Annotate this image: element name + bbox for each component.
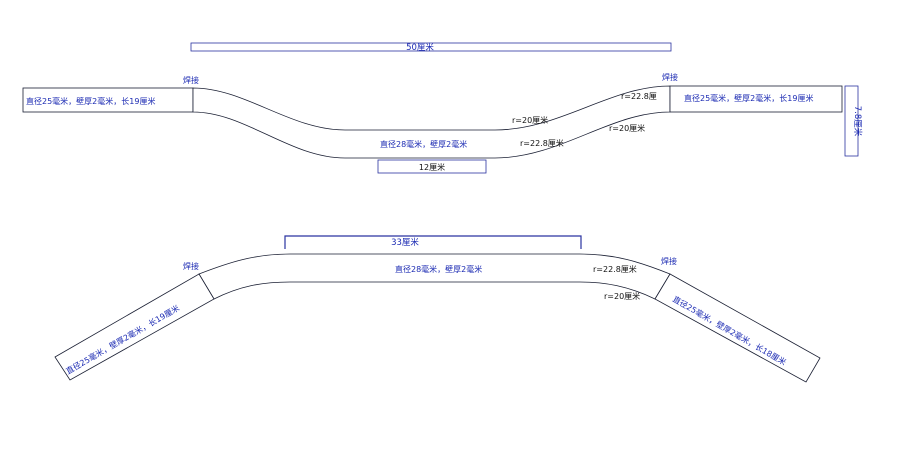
bottom-weld-right-label: 焊接 <box>661 256 677 266</box>
bottom-diagram: 33厘米 直径28毫米，壁厚2毫米 直径25毫米，壁厚2毫米，长19厘米 直径2… <box>54 235 821 383</box>
top-diagram: 50厘米 直径25毫米，壁厚2毫米，长19厘米 直径28毫米，壁厚2毫米 直径2… <box>22 42 863 174</box>
top-weld-left-label: 焊接 <box>183 75 199 85</box>
bottom-weld-left-label: 焊接 <box>183 261 199 271</box>
bottom-radius-outer: r=22.8厘米 <box>593 264 637 274</box>
top-radius-inner-middle: r=20厘米 <box>512 115 548 125</box>
top-radius-outer-right: r=22.8厘 <box>621 92 657 101</box>
bottom-middle-pipe-spec: 直径28毫米，壁厚2毫米 <box>395 264 482 274</box>
top-radius-outer-middle: r=22.8厘米 <box>520 138 564 148</box>
top-right-straight-pipe <box>669 85 843 113</box>
top-left-pipe-spec: 直径25毫米，壁厚2毫米，长19厘米 <box>26 96 155 106</box>
top-overall-length-box <box>190 42 672 52</box>
bottom-top-flat-length-label: 33厘米 <box>391 237 419 248</box>
bottom-top-flat-length-bracket <box>284 235 582 249</box>
bottom-left-pipe-spec: 直径25毫米，壁厚2毫米，长19厘米 <box>64 303 181 376</box>
bottom-right-angled-pipe <box>654 273 821 383</box>
bottom-radius-inner: r=20厘米 <box>604 291 640 301</box>
top-bottom-flat-length-label: 12厘米 <box>419 162 445 172</box>
top-radius-inner-right: r=20厘米 <box>609 123 645 133</box>
bottom-left-angled-pipe <box>54 273 215 381</box>
top-bottom-flat-length-box <box>377 159 487 174</box>
top-overall-length-label: 50厘米 <box>406 42 434 53</box>
bottom-middle-bent-pipe <box>198 253 671 300</box>
top-drop-height-box <box>844 85 859 157</box>
top-weld-right-label: 焊接 <box>662 72 678 82</box>
top-drop-height-label: 7.8厘米 <box>852 106 863 137</box>
top-right-pipe-spec: 直径25毫米，壁厚2毫米，长19厘米 <box>684 93 813 103</box>
top-middle-pipe-spec: 直径28毫米，壁厚2毫米 <box>380 139 467 149</box>
